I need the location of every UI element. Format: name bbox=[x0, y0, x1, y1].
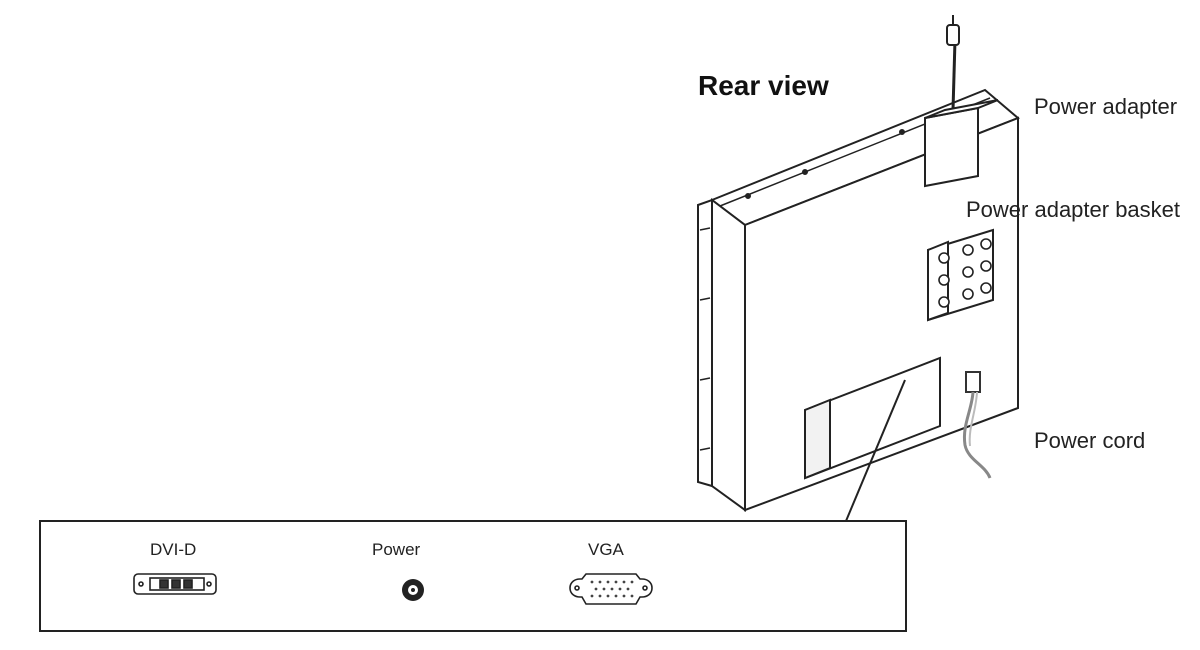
connector-recess bbox=[804, 356, 941, 480]
power-jack-icon bbox=[402, 579, 424, 601]
power-cord-label: Power cord bbox=[1034, 428, 1146, 453]
vga-connector-icon bbox=[569, 573, 653, 605]
power-adapter-basket bbox=[927, 228, 994, 322]
power-label: Power bbox=[372, 540, 421, 559]
monitor-flange bbox=[697, 198, 713, 488]
diagram-title: Rear view bbox=[698, 70, 829, 101]
vga-label: VGA bbox=[588, 540, 624, 559]
dvi-connector-icon bbox=[133, 573, 217, 595]
power-adapter-label: Power adapter bbox=[1034, 94, 1178, 119]
power-adapter-basket-label: Power adapter basket bbox=[966, 197, 1181, 222]
leader-line bbox=[845, 379, 906, 522]
power-cord bbox=[962, 371, 992, 479]
power-adapter bbox=[924, 15, 999, 188]
dvi-label: DVI-D bbox=[150, 540, 197, 559]
